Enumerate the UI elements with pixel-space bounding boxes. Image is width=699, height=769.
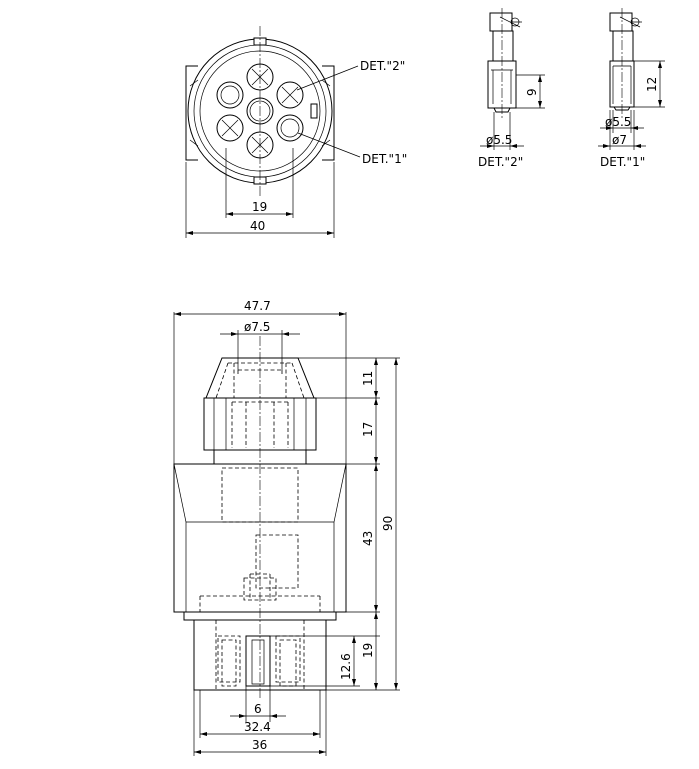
dim-bore: ø7.5: [244, 320, 270, 334]
dim-top-height: 11: [361, 371, 375, 386]
dim-pin-length: 12.6: [339, 653, 353, 680]
callout-det2: DET."2": [360, 59, 405, 73]
dim-overall-width: 47.7: [244, 299, 271, 313]
detail-1: 12 ø5.5 ø7 DET."1": [598, 8, 665, 169]
front-view: DET."2" DET."1" 19 40: [185, 26, 407, 238]
dim-pin-width: 6: [254, 702, 262, 716]
front-pins: [216, 63, 304, 159]
dim-width: 40: [250, 219, 265, 233]
detail-2: 9 ø5.5 DET."2": [478, 8, 545, 169]
dim-pin-spacing: 19: [252, 200, 267, 214]
detail1-caption: DET."1": [600, 155, 645, 169]
dim-nut-height: 17: [361, 422, 375, 437]
dim-body-height: 43: [361, 531, 375, 546]
dim-base-inner: 32.4: [244, 720, 271, 734]
side-view: 47.7 ø7.5 11 17 43 90 19: [173, 299, 400, 756]
dim-total-height: 90: [381, 516, 395, 531]
dim-pin-height: 19: [361, 643, 375, 658]
detail2-caption: DET."2": [478, 155, 523, 169]
dim-base-outer: 36: [252, 738, 267, 752]
callout-det1: DET."1": [362, 152, 407, 166]
detail2-dim-length: 9: [525, 88, 539, 96]
detail1-dim-diameter-inner: ø5.5: [605, 115, 631, 129]
detail1-dim-diameter-outer: ø7: [612, 133, 627, 147]
detail1-dim-length: 12: [645, 77, 659, 92]
detail2-dim-diameter: ø5.5: [486, 133, 512, 147]
